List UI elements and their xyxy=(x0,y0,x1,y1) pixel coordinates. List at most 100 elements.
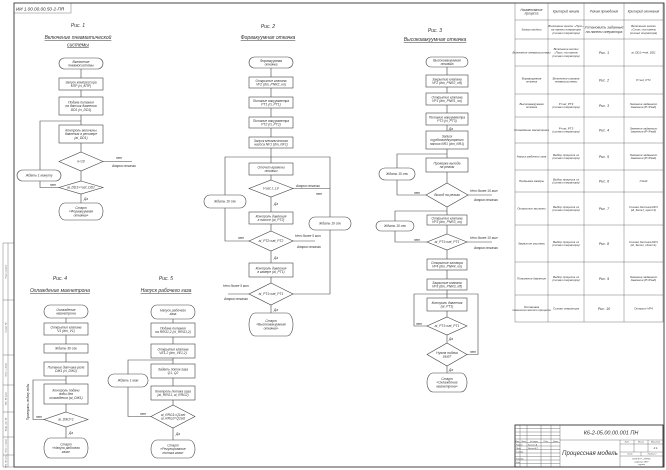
table-cell: Понижение давления xyxy=(517,277,546,281)
text-line: Охлаждение xyxy=(56,308,75,312)
drawing-frame xyxy=(13,2,665,468)
text-line: Рис. 5 xyxy=(159,276,173,282)
text-line: системы xyxy=(67,43,89,49)
table-cell: Рис. 2 xyxy=(599,78,609,82)
text-line: PT1 (ci_PT1) xyxy=(261,103,280,107)
table-cell: Включение кнопки«Пуск» на панели(сигнал … xyxy=(552,47,579,58)
text-line: (сигнал оператора) xyxy=(552,208,579,212)
text-line: (ai_PT1) xyxy=(441,305,454,309)
text-line: Ждать 30 сек xyxy=(54,347,77,351)
table-cell: Сигнал датчика DP1(di_Sens1_close=1) xyxy=(629,240,658,247)
table-cell: Рис. 6 xyxy=(599,179,609,183)
table-cell: Рис. 8 xyxy=(599,242,609,246)
text-line: на датчик давления xyxy=(65,104,97,108)
table-cell: Выбор процесса из(сигнал оператора) xyxy=(552,205,579,212)
text-line: VF2 (dm_PNR2_off) xyxy=(432,81,462,85)
text-line: Контроль величины xyxy=(65,128,97,132)
node-text: n<10 xyxy=(77,160,85,164)
branch-label: нет xyxy=(36,415,42,419)
column-label: Дата xyxy=(552,441,558,443)
text-line: КПР (ci_КПР) xyxy=(71,84,91,88)
text-line: (ai_RRG1, ai_RRG2) xyxy=(157,393,188,397)
flow-connector xyxy=(413,293,479,355)
text-line: Да xyxy=(448,337,453,341)
text-line: Рис. 3 xyxy=(428,28,442,34)
branch-label: нет xyxy=(116,156,122,160)
text-line: Утв. xyxy=(516,462,521,464)
text-line: охлаждения (ai_DЖ1) xyxy=(49,396,82,400)
sheets-label: Листов 1 xyxy=(647,454,657,456)
row-label: Т.контр. xyxy=(516,452,524,454)
text-line: (сигнал оператора) xyxy=(552,181,579,185)
flow-connector xyxy=(127,359,173,374)
node-text: ai_PT2<set_PT2 xyxy=(259,239,284,243)
column-label: Подп. xyxy=(543,440,549,443)
text-line: Охлаждение магнетрона xyxy=(30,288,90,294)
lit-label: Лит. xyxy=(624,442,630,444)
text-line: Да xyxy=(273,256,278,260)
checker-name: Иванов В.Т. xyxy=(528,448,539,450)
text-line: Т.контр. xyxy=(516,452,524,454)
text-line: Авария откачки xyxy=(223,297,248,301)
branch-label: нет xyxy=(470,350,476,354)
text-line: Открытие клапана xyxy=(256,79,287,83)
text-line: на RRG1,2 (ci_RRG1,2) xyxy=(155,330,191,334)
text-line: К6-2-05.00.00.001 ПН xyxy=(584,430,639,436)
text-line: Включение пневматической xyxy=(45,34,112,41)
text-line: откачка» xyxy=(74,213,89,217)
text-line: Масштаб xyxy=(651,442,661,444)
text-line: Авария откачки xyxy=(473,246,498,250)
text-line: Рис. 8 xyxy=(599,242,609,246)
text-line: Старт xyxy=(441,377,453,381)
text-line: кафедра ЭПУ xyxy=(634,460,649,463)
text-line: Да xyxy=(273,308,278,312)
document-name: Процессная модель xyxy=(562,451,618,457)
text-line: на режим xyxy=(440,165,455,169)
text-line: Авария откачки xyxy=(473,198,498,202)
flow-connector xyxy=(224,156,331,217)
text-line: Контроль давления xyxy=(432,301,463,305)
text-line: нет xyxy=(50,183,56,187)
text-line: давления (P=Pзад) xyxy=(631,156,656,160)
text-line: нет xyxy=(316,192,322,196)
text-line: Закрытие клапана xyxy=(432,77,462,81)
text-line: Промывка камеры xyxy=(519,179,545,183)
table-cell: ai_DD1>=set_DD1 xyxy=(631,51,656,55)
table-cell: Рис. 9 xyxy=(599,277,609,281)
text-line: Понижение давления xyxy=(517,277,546,281)
text-line: Выбор процесса из xyxy=(553,275,580,279)
table-cell: Включение пневмосистемы xyxy=(512,51,551,55)
text-line: Сигнал датчика DP1 xyxy=(629,205,658,209)
stamp-cell-label: Справ. № xyxy=(5,322,8,333)
text-line: Лист xyxy=(626,454,632,456)
column-label: № докум. xyxy=(530,440,539,443)
text-line: Форвакуумная откачка xyxy=(241,35,296,41)
branch-label: Авария откачки xyxy=(473,198,498,202)
branch-label: Да xyxy=(175,432,180,436)
